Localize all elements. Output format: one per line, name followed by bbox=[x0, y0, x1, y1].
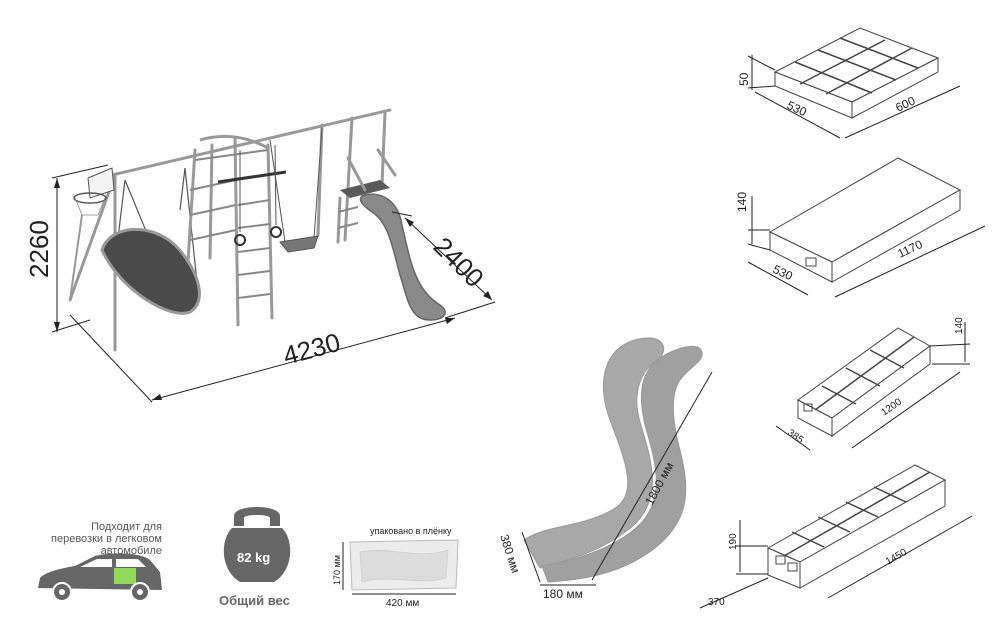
package-3-height: 140 bbox=[954, 317, 965, 334]
width-label: 4230 bbox=[280, 327, 344, 371]
basketball-hoop bbox=[69, 167, 115, 301]
wrap-height: 170 мм bbox=[332, 555, 342, 585]
package-4: 190 370 1450 bbox=[699, 464, 973, 609]
package-2: 140 530 1170 bbox=[735, 157, 986, 298]
package-3-depth: 385 bbox=[785, 427, 805, 446]
package-1-height: 50 bbox=[737, 72, 751, 86]
kettlebell-icon bbox=[223, 507, 291, 582]
seat-swing bbox=[269, 127, 323, 253]
slide-platform bbox=[336, 148, 446, 321]
package-1: 50 530 600 bbox=[737, 27, 961, 139]
depth-label: 2400 bbox=[428, 231, 490, 293]
package-4-depth: 370 bbox=[708, 597, 725, 608]
package-2-depth: 530 bbox=[771, 262, 795, 283]
dimension-height: 2260 bbox=[24, 164, 109, 333]
right-post-b bbox=[380, 110, 387, 187]
car-caption-line2: перевозки в легковом bbox=[51, 533, 162, 545]
weight-caption: Общий вес bbox=[219, 593, 290, 608]
dimension-width: 4230 bbox=[69, 314, 456, 403]
weight-value: 82 kg bbox=[237, 550, 270, 565]
playground-drawing: 2260 2400 4230 bbox=[24, 108, 496, 403]
climbing-frame bbox=[186, 134, 287, 327]
car-block: Подходит для перевозки в легковом автомо… bbox=[38, 521, 162, 602]
left-leg-a bbox=[68, 173, 117, 302]
cargo-box-icon bbox=[114, 568, 136, 584]
package-3-length: 1200 bbox=[879, 396, 904, 418]
wrap-width: 420 мм bbox=[386, 598, 419, 609]
package-4-length: 1450 bbox=[884, 547, 909, 568]
nest-swing bbox=[100, 167, 201, 315]
package-2-height: 140 bbox=[735, 192, 749, 212]
car-caption-line1: Подходит для bbox=[91, 521, 162, 533]
weight-block: 82 kg Общий вес bbox=[219, 507, 291, 608]
height-label: 2260 bbox=[24, 220, 54, 278]
wrapped-bundle: упаковано в плёнку 170 мм 420 мм bbox=[332, 526, 459, 609]
car-icon bbox=[38, 553, 162, 602]
package-3: 140 385 1200 bbox=[775, 317, 971, 451]
right-post-a bbox=[343, 116, 354, 242]
package-1-depth: 530 bbox=[785, 98, 809, 119]
package-1-length: 600 bbox=[893, 93, 917, 114]
wrap-label: упаковано в плёнку bbox=[370, 526, 452, 536]
slide-height: 380 мм bbox=[497, 533, 523, 575]
slide-width: 180 мм bbox=[543, 587, 583, 601]
slide-drawing: 1800 мм 380 мм 180 мм bbox=[497, 337, 713, 601]
package-4-height: 190 bbox=[728, 533, 739, 550]
top-beam bbox=[110, 108, 392, 177]
